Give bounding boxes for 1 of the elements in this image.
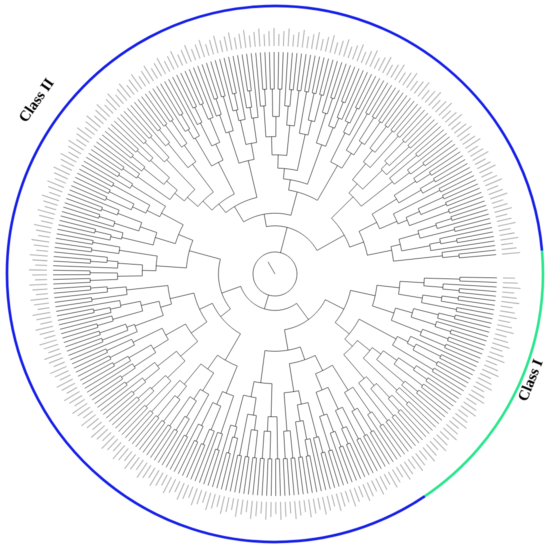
clade-label: Class I <box>519 358 543 400</box>
